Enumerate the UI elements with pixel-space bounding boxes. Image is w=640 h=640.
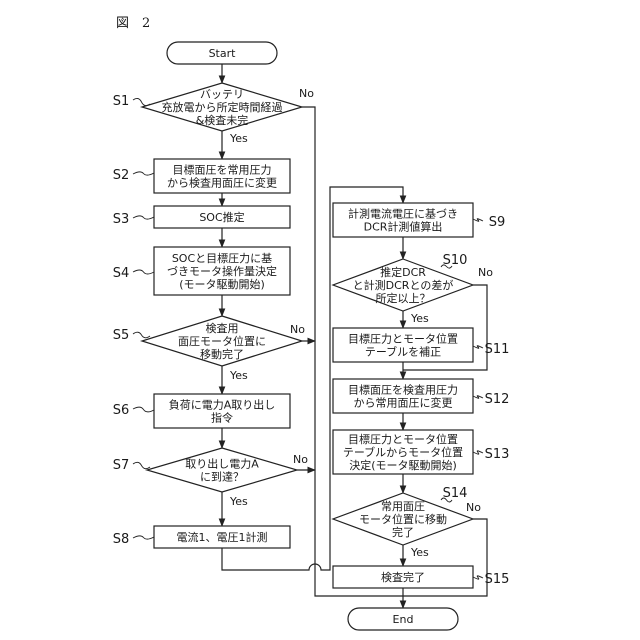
s7-yes-label: Yes (229, 495, 248, 508)
s7-leader-line (133, 462, 150, 468)
s14-yes-label: Yes (410, 546, 429, 559)
node-start: Start (167, 42, 277, 64)
s4-text-line: (モータ駆動開始) (179, 277, 265, 291)
s6-text-line: 指令 (211, 411, 233, 425)
node-s15: 検査完了 (333, 566, 473, 588)
s12-text-line: 目標面圧を検査用圧力 (348, 383, 458, 397)
s5-text-line: 面圧モータ位置に (178, 334, 266, 348)
s14-step-label: S14 (443, 486, 468, 501)
s11-step-label: S11 (485, 342, 510, 357)
node-s8: 電流1、電圧1計測 (154, 526, 290, 548)
s4-leader-line (133, 270, 154, 274)
s10-text-line: 所定以上？ (376, 291, 431, 305)
s10-no-label: No (478, 266, 493, 279)
s2-text-line: 目標面圧を常用圧力 (173, 163, 272, 177)
s15-leader-line (473, 576, 483, 579)
end-text-line: End (393, 613, 414, 626)
s2-step-label: S2 (113, 168, 130, 183)
node-s9: 計測電流電圧に基づきDCR計測値算出 (333, 203, 473, 237)
node-s2: 目標面圧を常用圧力から検査用面圧に変更 (154, 159, 290, 193)
s5-text-line: 検査用 (206, 321, 239, 335)
s3-text-line: SOC推定 (199, 210, 244, 224)
s14-text-line: モータ位置に移動 (359, 512, 447, 526)
s1-leader-line (133, 98, 150, 105)
s5-leader-line (133, 332, 150, 338)
s6-text-line: 負荷に電力A取り出し (169, 398, 276, 412)
s13-step-label: S13 (485, 447, 510, 462)
s3-step-label: S3 (113, 212, 130, 227)
s7-step-label: S7 (113, 458, 130, 473)
node-s6: 負荷に電力A取り出し指令 (154, 394, 290, 428)
s6-leader-line (133, 407, 154, 412)
s13-leader-line (473, 451, 483, 454)
s7-no-label: No (293, 453, 308, 466)
s14-no-label: No (466, 501, 481, 514)
figure-label: 図 2 (116, 16, 150, 31)
s5-no-label: No (290, 323, 305, 336)
s2-leader-line (133, 172, 154, 175)
node-s3: SOC推定 (154, 206, 290, 228)
node-s11: 目標圧力とモータ位置テーブルを補正 (333, 328, 473, 362)
s10-text-line: 推定DCR (380, 265, 426, 279)
s15-step-label: S15 (485, 572, 510, 587)
s4-text-line: SOCと目標圧力に基 (172, 251, 272, 265)
s8-text-line: 電流1、電圧1計測 (177, 530, 268, 544)
s6-step-label: S6 (113, 403, 130, 418)
s2-text-line: から検査用面圧に変更 (167, 176, 277, 190)
s9-leader-line (473, 219, 483, 222)
s14-text-line: 完了 (392, 525, 414, 539)
s8-leader-line (133, 536, 154, 539)
s10-text-line: と計測DCRとの差が (353, 278, 454, 292)
s1-no-label: No (299, 87, 314, 100)
s1-text-line: &検査未完 (196, 113, 249, 127)
s12-step-label: S12 (485, 392, 510, 407)
node-s13: 目標圧力とモータ位置テーブルからモータ位置決定(モータ駆動開始) (333, 430, 473, 474)
node-s7: 取り出し電力Aに到達？ (147, 448, 297, 492)
s10-yes-label: Yes (410, 312, 429, 325)
s13-text-line: 目標圧力とモータ位置 (348, 432, 458, 446)
s1-yes-label: Yes (229, 132, 248, 145)
node-s1: バッテリ充放電から所定時間経過&検査未完 (142, 83, 302, 131)
s5-yes-label: Yes (229, 369, 248, 382)
s11-text-line: テーブルを補正 (365, 345, 441, 359)
s8-step-label: S8 (113, 532, 130, 547)
s1-text-line: バッテリ (200, 88, 244, 101)
s11-leader-line (473, 346, 483, 349)
s12-leader-line (473, 396, 483, 399)
node-s4: SOCと目標圧力に基づきモータ操作量決定(モータ駆動開始) (154, 247, 290, 295)
s1-step-label: S1 (113, 94, 130, 109)
s7-text-line: 取り出し電力A (185, 457, 259, 471)
flowchart-nodes: Start バッテリ充放電から所定時間経過&検査未完目標面圧を常用圧力から検査用面… (142, 42, 473, 630)
s5-step-label: S5 (113, 328, 130, 343)
s3-leader-line (133, 216, 154, 219)
s14-text-line: 常用面圧 (381, 500, 425, 513)
s13-text-line: テーブルからモータ位置 (343, 445, 463, 459)
s7-text-line: に到達？ (200, 471, 244, 484)
start-text-line: Start (209, 47, 237, 60)
node-s5: 検査用面圧モータ位置に移動完了 (142, 316, 302, 366)
node-end: End (348, 608, 458, 630)
s12-text-line: から常用面圧に変更 (354, 396, 453, 410)
s11-text-line: 目標圧力とモータ位置 (348, 332, 458, 346)
s9-step-label: S9 (489, 215, 506, 230)
s9-text-line: 計測電流電圧に基づき (348, 207, 458, 221)
s4-step-label: S4 (113, 266, 130, 281)
s4-text-line: づきモータ操作量決定 (167, 264, 277, 278)
s13-text-line: 決定(モータ駆動開始) (349, 458, 457, 472)
s5-text-line: 移動完了 (200, 347, 244, 361)
s15-text-line: 検査完了 (381, 570, 425, 584)
node-s12: 目標面圧を検査用圧力から常用面圧に変更 (333, 379, 473, 413)
s9-text-line: DCR計測値算出 (364, 220, 443, 234)
s1-text-line: 充放電から所定時間経過 (162, 100, 283, 114)
